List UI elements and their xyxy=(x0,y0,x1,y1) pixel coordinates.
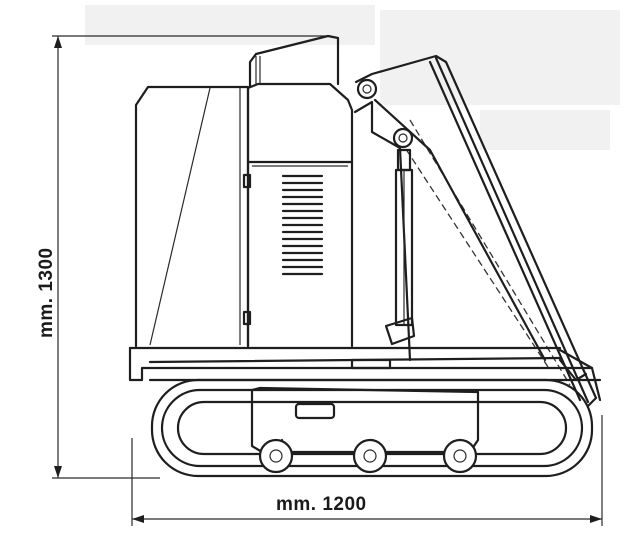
tipping-skip xyxy=(353,54,598,408)
chassis-deck xyxy=(128,346,602,402)
height-dimension-line xyxy=(52,35,330,479)
engine-cover xyxy=(134,85,250,348)
length-dimension-label: mm. 1200 xyxy=(276,494,367,515)
exhaust-handle xyxy=(248,34,340,88)
height-dimension-label: mm. 1300 xyxy=(36,247,57,338)
length-dimension-line xyxy=(131,415,603,526)
central-housing xyxy=(242,82,354,348)
hydraulic-cylinder xyxy=(384,148,416,346)
background-scan-marks xyxy=(85,5,620,150)
vent-grille xyxy=(281,174,324,276)
track-rollers xyxy=(258,438,478,474)
